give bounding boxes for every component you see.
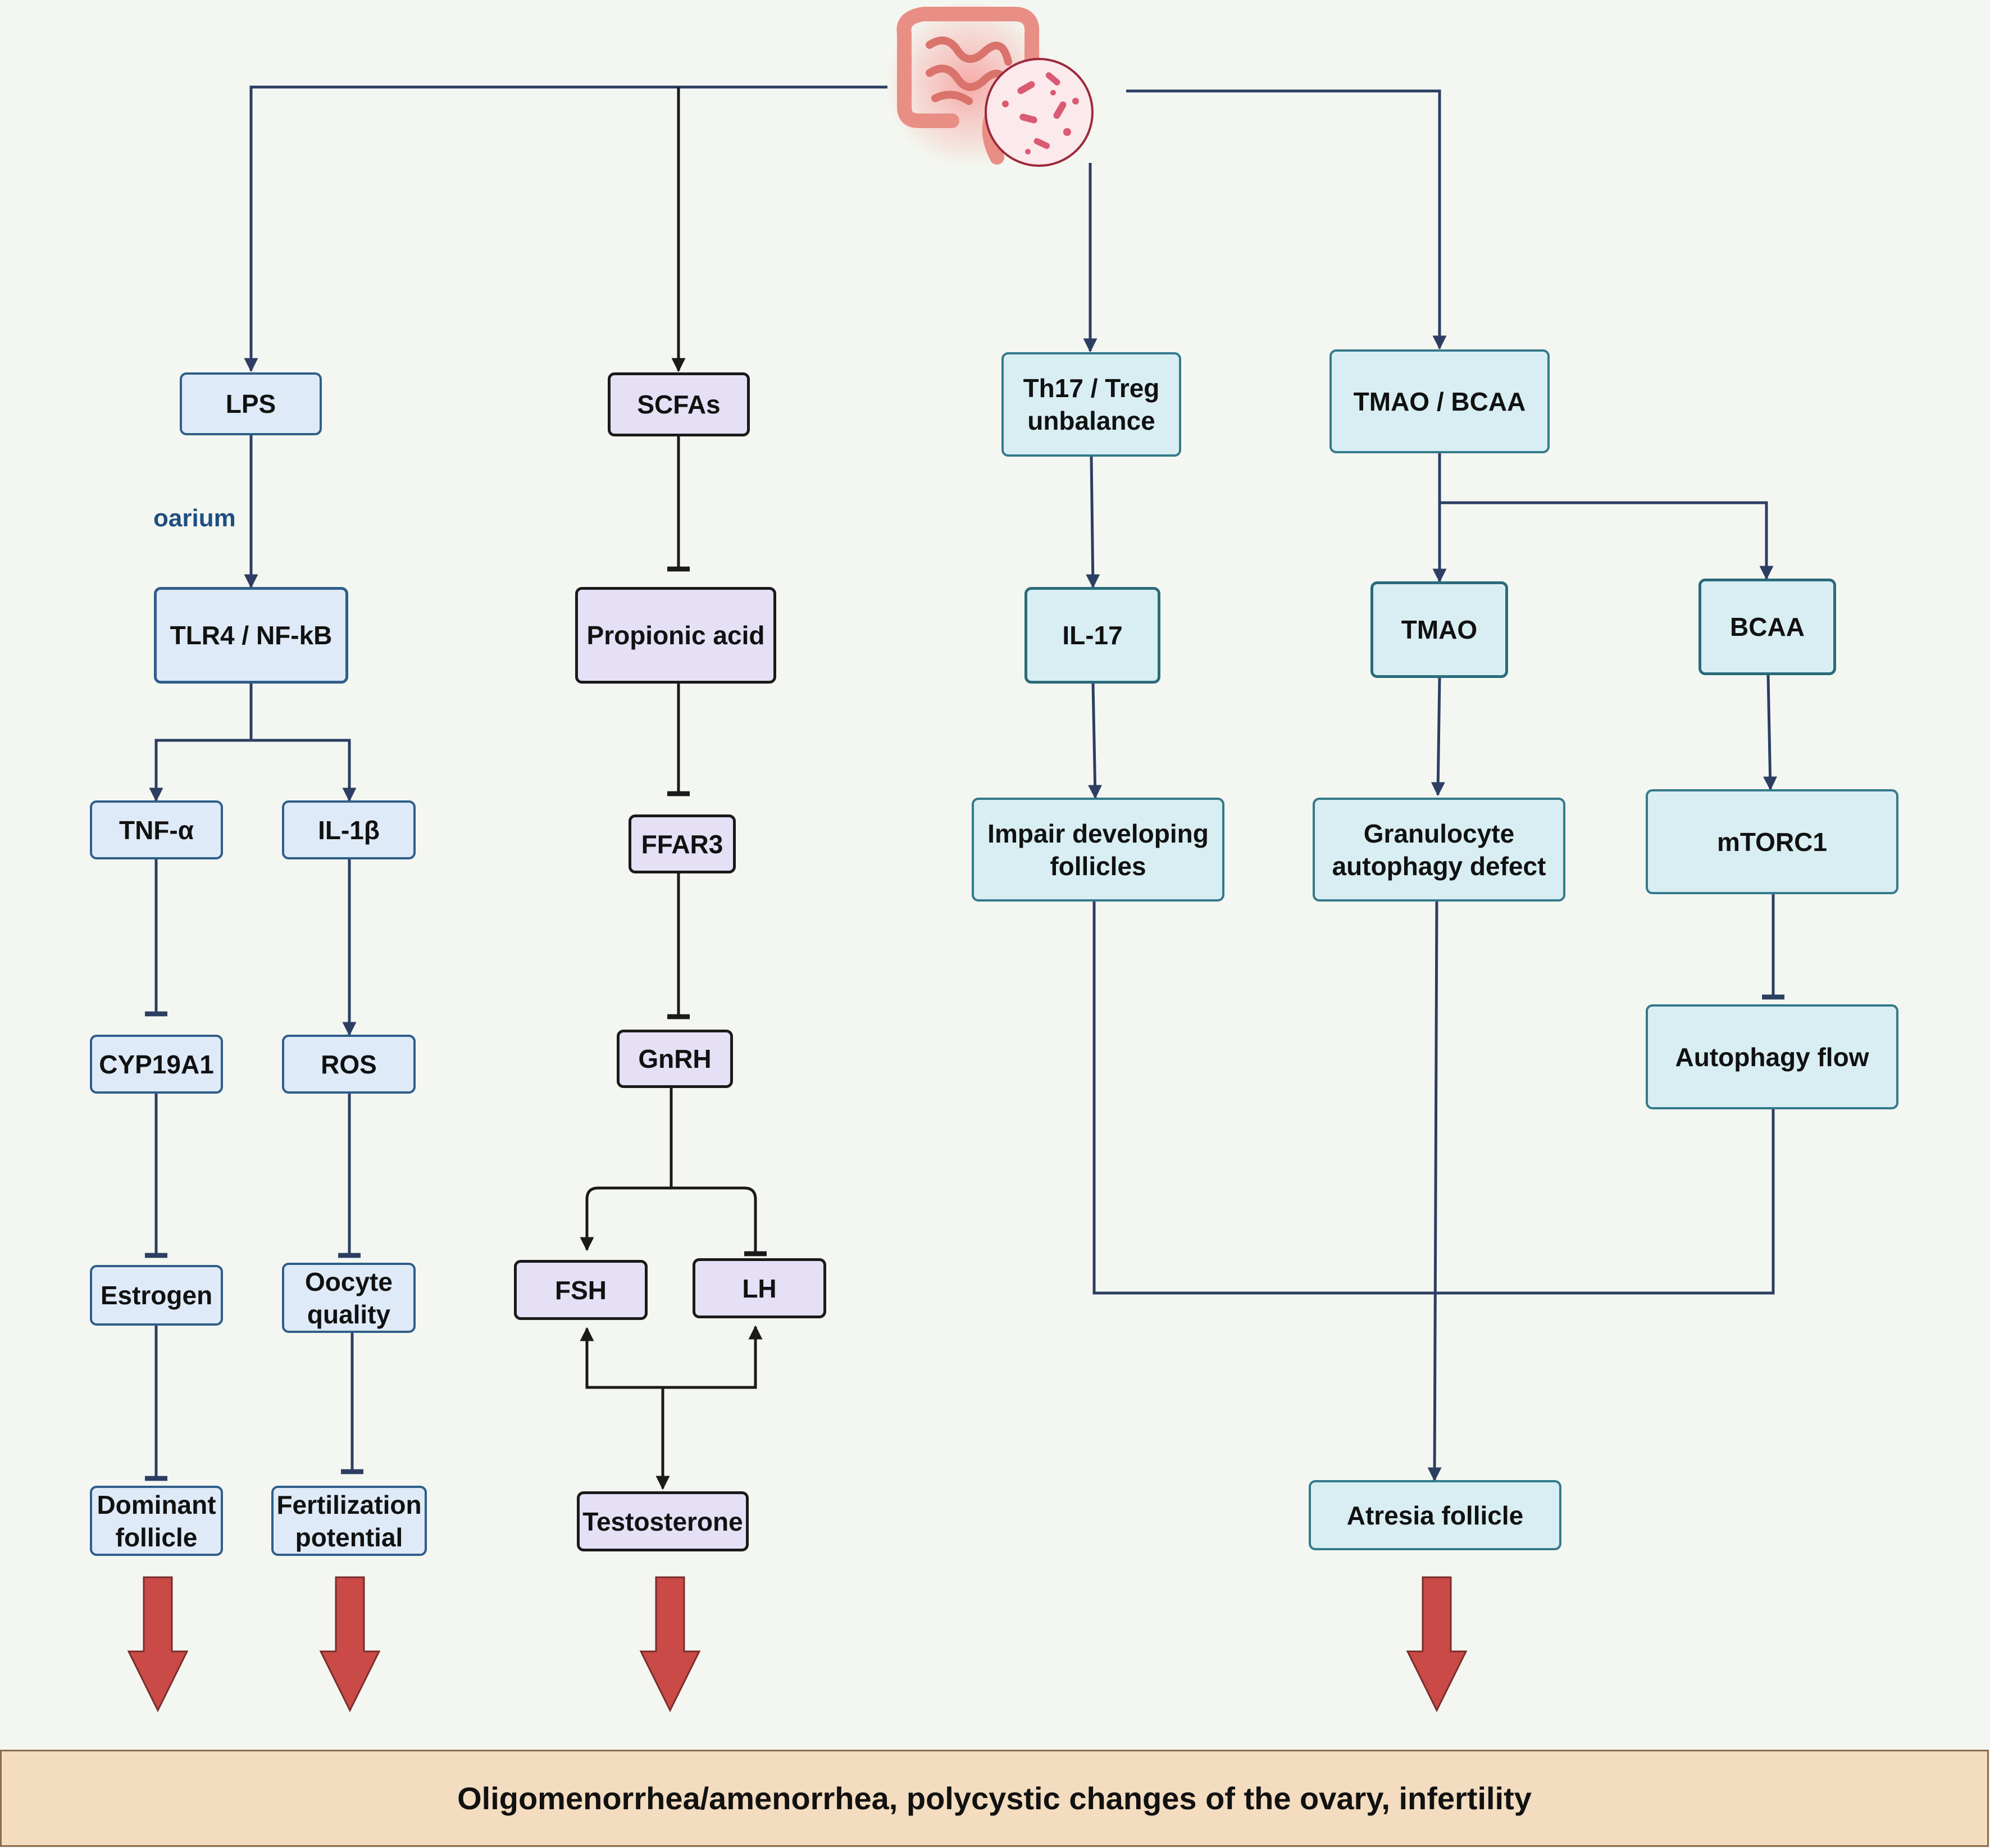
estrogen-node: Estrogen <box>90 1265 223 1326</box>
tnf-alpha-node: TNF-α <box>90 800 223 859</box>
dominant-follicle-node: Dominant follicle <box>90 1486 223 1556</box>
fsh-node: FSH <box>514 1260 648 1320</box>
outcome-banner: Oligomenorrhea/amenorrhea, polycystic ch… <box>0 1750 1989 1847</box>
testosterone-node: Testosterone <box>577 1491 749 1551</box>
oocyte-quality-node: Oocyte quality <box>282 1263 416 1333</box>
ffar3-node: FFAR3 <box>629 814 736 873</box>
th17-treg-node: Th17 / Treg unbalance <box>1001 352 1181 457</box>
outcome-arrow <box>1406 1576 1468 1713</box>
impair-developing-follicles-node: Impair developing follicles <box>972 798 1224 902</box>
ros-node: ROS <box>282 1035 416 1094</box>
autophagy-flow-node: Autophagy flow <box>1646 1004 1898 1109</box>
outcome-arrow <box>639 1576 701 1713</box>
lps-node: LPS <box>180 372 322 435</box>
outcome-arrow <box>319 1576 381 1713</box>
scfas-node: SCFAs <box>608 372 750 436</box>
granulocyte-autophagy-defect-node: Granulocyte autophagy defect <box>1313 798 1565 902</box>
outcome-arrow <box>127 1576 189 1713</box>
tmao-node: TMAO <box>1370 581 1508 678</box>
il-17-node: IL-17 <box>1024 587 1160 684</box>
lh-node: LH <box>693 1258 826 1318</box>
gut-microbiota-icon <box>885 0 1094 169</box>
il-1-beta-node: IL-1β <box>282 800 416 859</box>
tmao-bcaa-node: TMAO / BCAA <box>1329 349 1550 453</box>
mtorc1-node: mTORC1 <box>1646 789 1898 894</box>
oarium-label: oarium <box>153 504 236 532</box>
tlr4-nfkb-node: TLR4 / NF-kB <box>154 587 348 684</box>
atresia-follicle-node: Atresia follicle <box>1309 1480 1561 1550</box>
fertilization-potential-node: Fertilization potential <box>271 1486 427 1556</box>
cyp19a1-node: CYP19A1 <box>90 1035 223 1094</box>
bcaa-node: BCAA <box>1698 579 1836 675</box>
propionic-acid-node: Propionic acid <box>575 587 776 684</box>
gnrh-node: GnRH <box>617 1030 733 1088</box>
